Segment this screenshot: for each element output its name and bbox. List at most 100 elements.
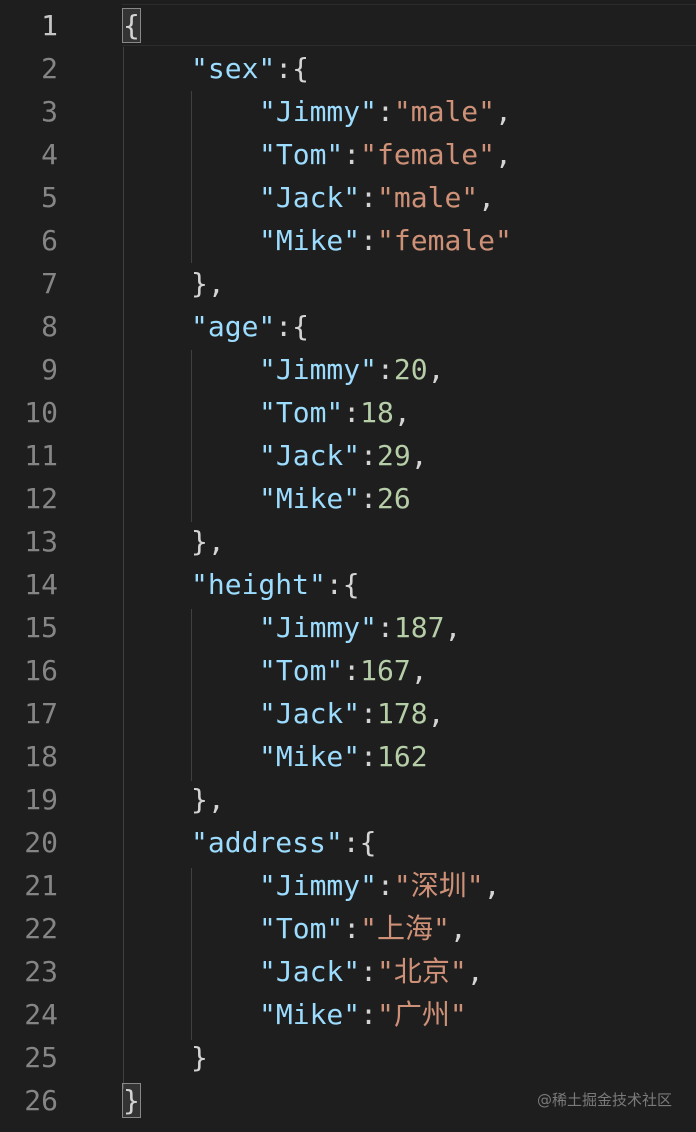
code-line[interactable]: "Jack":29,: [123, 434, 428, 477]
code-line[interactable]: "Mike":26: [123, 477, 411, 520]
json-key-token: "address": [191, 826, 343, 859]
json-number-token: 162: [377, 740, 428, 773]
punctuation-token: :: [343, 912, 361, 945]
code-line[interactable]: "Jimmy":"male",: [123, 90, 512, 133]
line-number: 8: [41, 310, 58, 343]
json-number-token: 20: [393, 353, 428, 386]
code-line[interactable]: "Jack":"北京",: [123, 950, 484, 993]
punctuation-token: :: [360, 482, 378, 515]
code-line[interactable]: }: [123, 1036, 208, 1079]
watermark: @稀土掘金技术社区: [536, 1091, 672, 1109]
punctuation-token: :{: [275, 52, 310, 85]
line-number: 22: [24, 912, 58, 945]
line-number: 20: [24, 826, 58, 859]
code-line[interactable]: "Tom":167,: [123, 649, 428, 692]
line-number: 16: [24, 654, 58, 687]
punctuation-token: :: [360, 955, 378, 988]
code-line[interactable]: "Mike":"female": [123, 219, 512, 262]
punctuation-token: :{: [342, 826, 377, 859]
code-line[interactable]: }: [122, 1079, 141, 1122]
punctuation-token: ,: [495, 95, 512, 128]
punctuation-token: :: [360, 439, 378, 472]
indent-guide-age: [191, 350, 192, 522]
punctuation-token: ,: [466, 955, 484, 988]
punctuation-token: ,: [449, 912, 467, 945]
json-number-token: 29: [377, 439, 411, 472]
json-key-token: "Mike": [259, 740, 361, 773]
line-number: 17: [24, 697, 58, 730]
punctuation-token: :{: [325, 568, 360, 601]
code-line[interactable]: "Mike":"广州": [123, 993, 467, 1036]
code-line[interactable]: "Jimmy":"深圳",: [123, 864, 500, 907]
code-line[interactable]: "Tom":18,: [123, 391, 411, 434]
punctuation-token: :: [360, 697, 378, 730]
punctuation-token: :: [360, 740, 378, 773]
line-number: 19: [24, 783, 58, 816]
punctuation-token: ,: [483, 869, 501, 902]
punctuation-token: :: [343, 396, 361, 429]
json-string-token: "深圳": [393, 869, 484, 902]
json-key-token: "Jimmy": [259, 869, 378, 902]
code-line[interactable]: "sex":{: [123, 47, 309, 90]
current-line-highlight: [122, 4, 696, 46]
code-line[interactable]: "age":{: [123, 305, 309, 348]
code-line[interactable]: "Tom":"female",: [123, 133, 512, 176]
json-string-token: "female": [360, 138, 496, 171]
json-number-token: 187: [393, 611, 445, 644]
code-line[interactable]: },: [123, 262, 225, 305]
code-line[interactable]: "height":{: [123, 563, 360, 606]
punctuation-token: :{: [275, 310, 310, 343]
line-number: 21: [24, 869, 58, 902]
punctuation-token: }: [122, 1083, 141, 1118]
line-number: 4: [41, 138, 58, 171]
json-number-token: 18: [360, 396, 394, 429]
punctuation-token: :: [343, 654, 361, 687]
code-line[interactable]: "Jack":"male",: [123, 176, 495, 219]
indent-guide-height: [191, 609, 192, 781]
line-number: 2: [41, 52, 58, 85]
json-string-token: "male": [377, 181, 479, 214]
json-string-token: "male": [393, 95, 496, 128]
punctuation-token: :: [360, 181, 378, 214]
code-line[interactable]: },: [123, 778, 225, 821]
code-line[interactable]: "Jack":178,: [123, 692, 444, 735]
json-key-token: "age": [191, 310, 276, 343]
punctuation-token: ,: [495, 138, 512, 171]
line-number: 3: [41, 95, 58, 128]
code-line[interactable]: "Jimmy":187,: [123, 606, 461, 649]
punctuation-token: ,: [427, 353, 445, 386]
indent-guide-sex: [191, 91, 192, 263]
punctuation-token: {: [122, 8, 141, 43]
json-key-token: "Jimmy": [259, 611, 378, 644]
line-number: 5: [41, 181, 58, 214]
punctuation-token: ,: [410, 654, 428, 687]
json-key-token: "Mike": [259, 482, 361, 515]
json-key-token: "Mike": [259, 224, 361, 257]
punctuation-token: :: [377, 611, 394, 644]
json-number-token: 178: [377, 697, 428, 730]
code-line[interactable]: "Mike":162: [123, 735, 428, 778]
code-line[interactable]: "address":{: [123, 821, 376, 864]
json-string-token: "北京": [377, 955, 467, 988]
code-line[interactable]: "Jimmy":20,: [123, 348, 444, 391]
code-line[interactable]: "Tom":"上海",: [123, 907, 467, 950]
line-number: 12: [24, 482, 58, 515]
punctuation-token: },: [191, 783, 225, 816]
indent-guide-root: [123, 47, 124, 1089]
json-number-token: 26: [377, 482, 411, 515]
line-number: 10: [24, 396, 58, 429]
line-number: 13: [24, 525, 58, 558]
code-line[interactable]: },: [123, 520, 225, 563]
json-number-token: 167: [360, 654, 411, 687]
json-string-token: "广州": [377, 998, 467, 1031]
json-key-token: "Jack": [259, 181, 361, 214]
punctuation-token: ,: [410, 439, 428, 472]
code-line[interactable]: {: [122, 4, 141, 47]
punctuation-token: :: [377, 95, 394, 128]
line-number: 9: [41, 353, 58, 386]
json-key-token: "Tom": [259, 654, 344, 687]
line-number: 15: [24, 611, 58, 644]
punctuation-token: :: [360, 224, 378, 257]
json-key-token: "Jack": [259, 955, 361, 988]
